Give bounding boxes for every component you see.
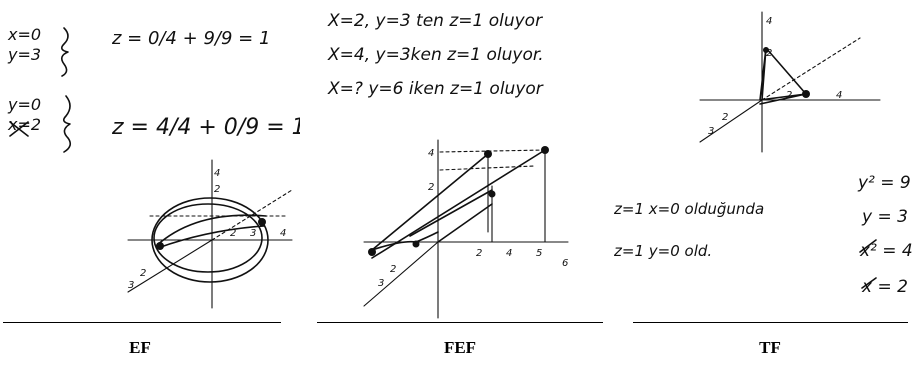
svg-text:2: 2 — [766, 48, 772, 59]
ef-eq-x0: x=0 — [7, 25, 41, 44]
svg-text:2: 2 — [476, 248, 482, 259]
panel-tf: 4 2 2 4 2 3 z=1 x=0 olduğunda y² = 9 y =… — [610, 0, 915, 372]
panel-fef: X=2, y=3 ten z=1 oluyor X=4, y=3ken z=1 … — [300, 0, 610, 372]
ef-brace-2 — [62, 95, 72, 153]
svg-text:6: 6 — [562, 258, 568, 269]
tf-eq-x2sq: x² = 4 — [859, 241, 913, 261]
fef-line-2: X=4, y=3ken z=1 oluyor. — [327, 45, 544, 65]
tf-strike-2 — [861, 277, 877, 289]
svg-text:3: 3 — [128, 280, 134, 291]
svg-text:3: 3 — [708, 126, 714, 137]
svg-text:2: 2 — [214, 184, 220, 195]
tf-caption: TF — [759, 338, 781, 357]
fef-line-1: X=2, y=3 ten z=1 oluyor — [327, 11, 543, 31]
panel-ef: x=0 y=3 z = 0/4 + 9/9 = 1 y=0 x=2 z = 4/… — [0, 0, 306, 372]
tf-eq-y2: y² = 9 — [857, 173, 911, 193]
svg-text:4: 4 — [280, 228, 286, 239]
ef-ellipsoid-sketch: 4 2 2 3 4 2 3 — [127, 159, 293, 309]
svg-text:5: 5 — [536, 248, 542, 259]
svg-text:3: 3 — [250, 228, 256, 239]
svg-text:4: 4 — [428, 148, 434, 159]
tf-caption-rule — [633, 322, 908, 323]
tf-eq-z1-y0: z=1 y=0 old. — [613, 242, 712, 260]
svg-text:4: 4 — [836, 90, 842, 101]
tf-eq-y3: y = 3 — [861, 207, 908, 227]
tf-strike-1 — [859, 239, 877, 253]
svg-text:4: 4 — [506, 248, 512, 259]
ef-handwritten-work: x=0 y=3 z = 0/4 + 9/9 = 1 y=0 x=2 z = 4/… — [7, 25, 306, 309]
svg-text:2: 2 — [786, 90, 792, 101]
svg-text:4: 4 — [214, 168, 220, 179]
svg-text:2: 2 — [722, 112, 728, 123]
svg-text:2: 2 — [390, 264, 396, 275]
svg-text:2: 2 — [230, 228, 236, 239]
svg-text:4: 4 — [766, 16, 772, 27]
tf-tetrahedron-sketch: 4 2 2 4 2 3 — [699, 11, 881, 153]
ef-eq-z1: z = 0/4 + 9/9 = 1 — [111, 28, 270, 49]
ef-strike-x — [9, 121, 29, 137]
fef-line-3: X=? y=6 iken z=1 oluyor — [327, 79, 544, 99]
svg-text:2: 2 — [428, 182, 434, 193]
ef-caption-rule — [3, 322, 281, 323]
fef-plane-sketch: 4 2 2 4 5 6 2 3 — [363, 139, 569, 319]
svg-text:3: 3 — [378, 278, 384, 289]
ef-caption: EF — [129, 338, 151, 357]
ef-brace-1 — [60, 27, 69, 77]
ef-eq-z2: z = 4/4 + 0/9 = 1 — [111, 115, 300, 140]
tf-eq-x2: x = 2 — [861, 277, 908, 297]
tf-handwritten-work: 4 2 2 4 2 3 z=1 x=0 olduğunda y² = 9 y =… — [613, 11, 913, 297]
svg-text:2: 2 — [140, 268, 146, 279]
fef-caption-rule — [317, 322, 603, 323]
ef-eq-y3: y=3 — [7, 45, 41, 64]
fef-handwritten-work: X=2, y=3 ten z=1 oluyor X=4, y=3ken z=1 … — [327, 11, 569, 319]
fef-caption: FEF — [443, 338, 477, 357]
ef-eq-y0: y=0 — [7, 95, 41, 114]
tf-eq-z1-x0: z=1 x=0 olduğunda — [613, 200, 764, 218]
